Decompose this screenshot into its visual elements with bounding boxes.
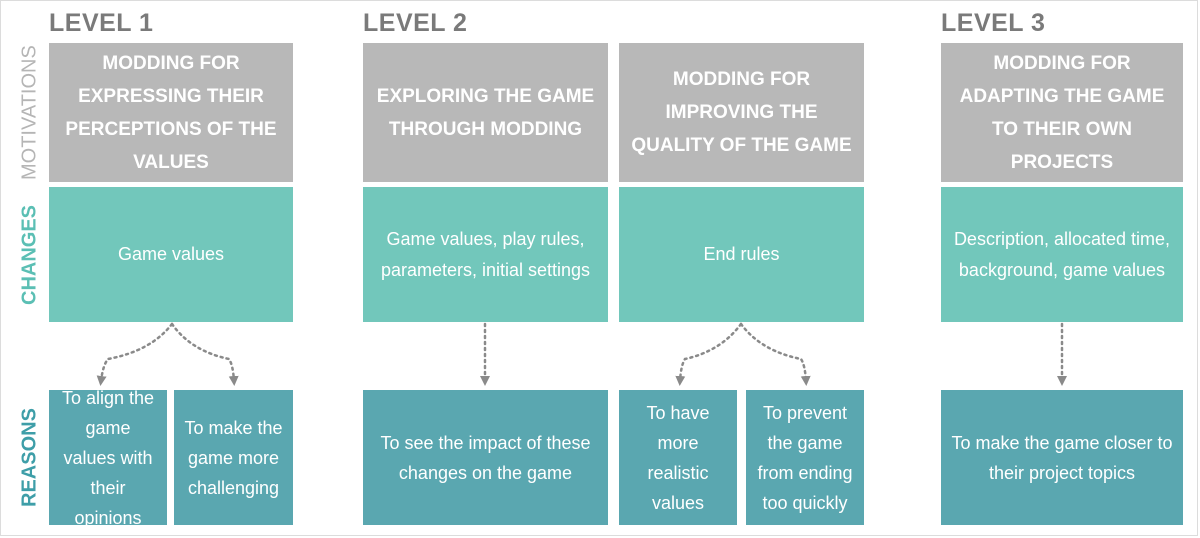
connector-level2-improving-right [739,322,811,386]
level-2-title: LEVEL 2 [363,9,468,37]
reason-text: To have more realistic values [646,402,710,513]
connector-level1-left [96,322,174,386]
change-text: Game values, play rules, parameters, ini… [380,228,591,280]
reason-box-realistic-values: To have more realistic values [619,390,737,525]
motivation-text: MODDING FOR IMPROVING THE QUALITY OF THE… [631,69,852,156]
motivation-box-adapting-game: MODDING FOR ADAPTING THE GAME TO THEIR O… [941,43,1183,182]
reason-text: To prevent the game from ending too quic… [757,402,853,513]
reason-box-more-challenging: To make the game more challenging [174,390,293,525]
motivation-box-exploring-game: EXPLORING THE GAME THROUGH MODDING [363,43,608,182]
motivation-box-improving-quality: MODDING FOR IMPROVING THE QUALITY OF THE… [619,43,864,182]
connector-level2-improving-left [675,322,743,386]
change-box-level2-exploring: Game values, play rules, parameters, ini… [363,187,608,322]
change-text: Description, allocated time, background,… [953,228,1171,280]
reason-box-see-impact: To see the impact of these changes on th… [363,390,608,525]
reason-text: To make the game more challenging [184,417,283,498]
level-1-title: LEVEL 1 [49,9,154,37]
motivation-text: MODDING FOR EXPRESSING THEIR PERCEPTIONS… [65,52,277,173]
change-text: Game values [117,244,225,264]
connector-level1-right [170,322,239,386]
motivation-text: MODDING FOR ADAPTING THE GAME TO THEIR O… [959,52,1165,173]
change-box-level2-improving: End rules [619,187,864,322]
reason-text: To make the game closer to their project… [951,432,1173,483]
reason-text: To see the impact of these changes on th… [380,432,591,483]
change-box-level3: Description, allocated time, background,… [941,187,1183,322]
change-box-level1: Game values [49,187,293,322]
motivation-text: EXPLORING THE GAME THROUGH MODDING [376,85,595,140]
level-3-title: LEVEL 3 [941,9,1046,37]
reason-box-closer-to-topics: To make the game closer to their project… [941,390,1183,525]
reason-text: To align the game values with their opin… [61,387,155,528]
motivation-box-expressing-perceptions: MODDING FOR EXPRESSING THEIR PERCEPTIONS… [49,43,293,182]
reason-box-prevent-ending: To prevent the game from ending too quic… [746,390,864,525]
reason-box-align-values: To align the game values with their opin… [49,388,167,528]
change-text: End rules [703,244,780,264]
